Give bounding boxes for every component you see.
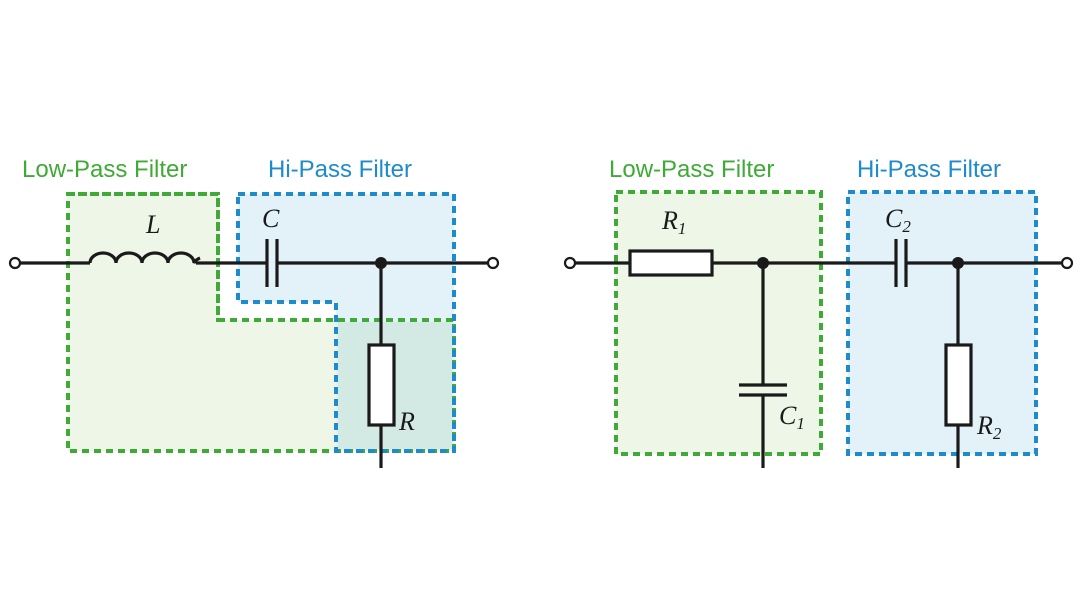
left-resistor: [367, 343, 396, 427]
c2-label: C2: [885, 204, 911, 236]
right-low-pass-label: Low-Pass Filter: [609, 156, 774, 183]
r2-label: R2: [976, 411, 1002, 443]
r2-resistor: [944, 343, 973, 427]
left-hi-pass-label: Hi-Pass Filter: [268, 156, 412, 183]
c1-junction-node: [757, 257, 769, 269]
r2-junction-node: [952, 257, 964, 269]
c1-label: C1: [779, 401, 805, 433]
resistor-label: R: [398, 407, 415, 436]
left-low-pass-label: Low-Pass Filter: [22, 156, 187, 183]
r1-resistor: [628, 249, 714, 277]
r1-label: R1: [661, 206, 686, 238]
inductor-label: L: [145, 210, 160, 239]
left-circuit: Low-Pass Filter Hi-Pass Filter L C R: [8, 156, 500, 468]
inductor-coil: [88, 251, 201, 264]
right-input-terminal: [563, 256, 577, 270]
right-hi-pass-region: [846, 190, 1038, 456]
capacitor-label: C: [262, 204, 280, 233]
right-low-pass-region: [614, 190, 823, 456]
right-hi-pass-label: Hi-Pass Filter: [857, 156, 1001, 183]
right-circuit: Low-Pass Filter Hi-Pass Filter R1 C1 C: [563, 156, 1074, 468]
right-output-terminal: [1060, 256, 1074, 270]
left-junction-node: [375, 257, 387, 269]
left-output-terminal: [486, 256, 500, 270]
left-input-terminal: [8, 256, 22, 270]
